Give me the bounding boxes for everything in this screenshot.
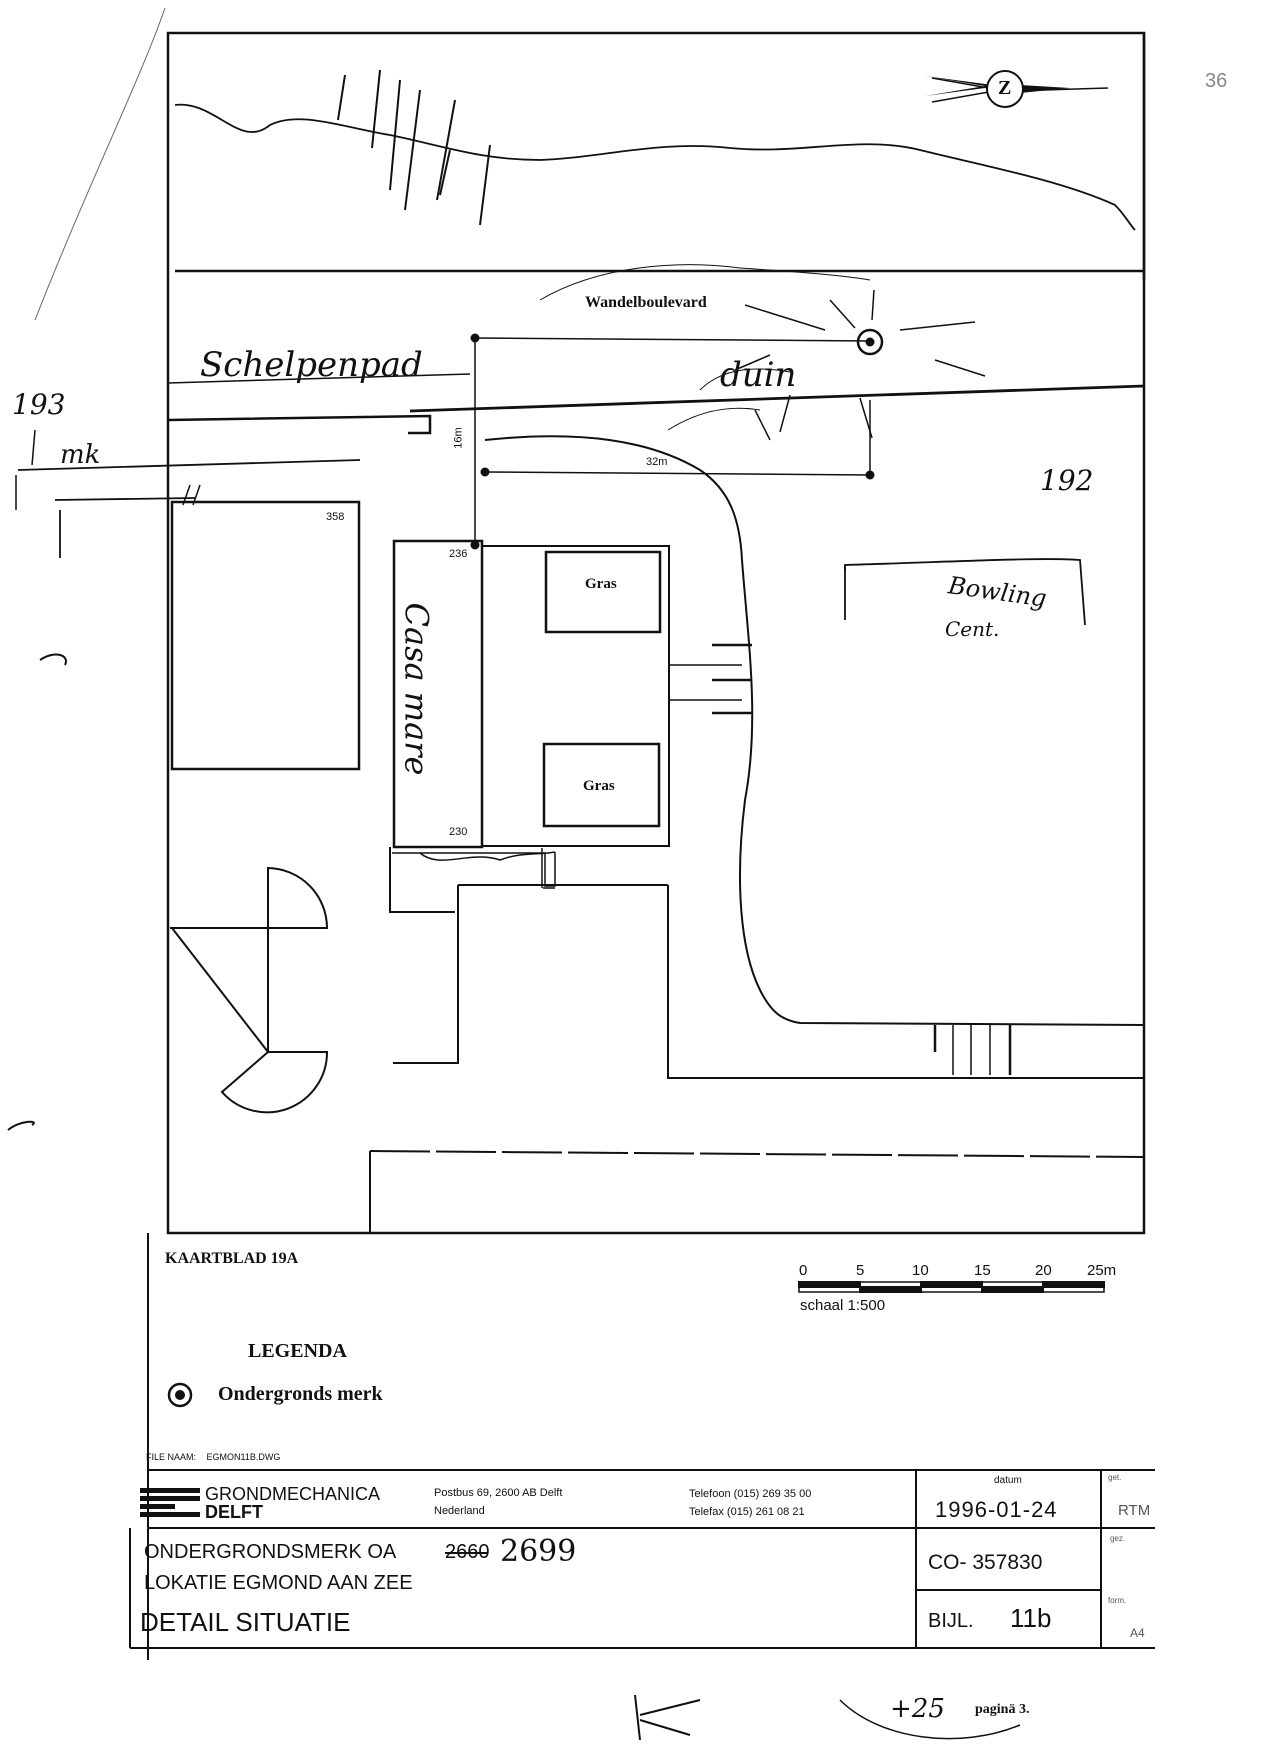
- beach-line: [174, 103, 1136, 231]
- road-line: [409, 384, 1145, 413]
- compass-rose: [925, 70, 1109, 108]
- old-number: 2660: [445, 1541, 490, 1563]
- scale-tick-25: 25m: [1087, 1262, 1117, 1279]
- scale-tick-5: 5: [856, 1262, 865, 1279]
- gras-plot-2: [542, 742, 661, 828]
- title-prefix: ONDERGRONDSMERK OA: [144, 1541, 397, 1563]
- label-230: 230: [449, 826, 468, 838]
- datum-label: datum: [994, 1475, 1022, 1486]
- label-236: 236: [449, 548, 468, 560]
- dim-32: [484, 471, 871, 476]
- map-frame: [166, 31, 1146, 1235]
- new-number: 2699: [500, 1534, 577, 1569]
- dim-horizontal-top: [474, 337, 871, 342]
- scale-tick-15: 15: [974, 1262, 991, 1279]
- scale-tick-20: 20: [1035, 1262, 1052, 1279]
- curve-road: [484, 435, 1145, 1026]
- file-label: FILE NAAM:: [146, 1452, 197, 1462]
- survey-mark: [734, 289, 986, 441]
- legend-symbol: [167, 1382, 193, 1408]
- address-1: Postbus 69, 2600 AB Delft: [434, 1487, 563, 1499]
- gras-label-1: Gras: [585, 576, 617, 592]
- gras-plot-1: [544, 550, 662, 634]
- footer-hand-number: +25: [890, 1694, 945, 1724]
- bijl-value: 11b: [1010, 1603, 1052, 1633]
- mark-192: 192: [1040, 464, 1094, 497]
- mk-label: mk: [60, 440, 101, 470]
- dim-32-label: 32m: [646, 456, 668, 468]
- project-code: CO- 357830: [928, 1551, 1043, 1574]
- schelpenpad-label: Schelpenpad: [200, 345, 423, 385]
- casa-mare-label: Casa mare: [397, 602, 436, 776]
- side-form-label: form.: [1108, 1596, 1127, 1605]
- garden-block: [481, 545, 670, 847]
- legend-item-label: Ondergronds merk: [218, 1383, 383, 1405]
- sheet-name: KAARTBLAD 19A: [165, 1250, 299, 1267]
- phone: Telefoon (015) 269 35 00: [689, 1488, 812, 1500]
- corner-mark: 36: [1205, 70, 1228, 92]
- scale-ticks: 0 5 10 15 20 25m: [790, 1262, 1130, 1280]
- file-name-label: FILE NAAM: EGMON11B.DWG: [146, 1452, 280, 1462]
- bowling-label-2: Cent.: [945, 617, 1000, 641]
- title-block-grid: [129, 1469, 1155, 1649]
- legend-title: LEGENDA: [248, 1340, 347, 1362]
- side-gez-label: gez.: [1110, 1534, 1126, 1543]
- side-get-value: RTM: [1118, 1502, 1151, 1519]
- boulevard-label: Wandelboulevard: [585, 294, 707, 311]
- side-form-value: A4: [1130, 1626, 1145, 1640]
- scale-tick-0: 0: [799, 1262, 808, 1279]
- scale-label: schaal 1:500: [800, 1297, 886, 1314]
- label-358: 358: [326, 511, 345, 523]
- company-name-2: DELFT: [205, 1502, 263, 1522]
- address-2: Nederland: [434, 1505, 485, 1517]
- duin-label: duin: [720, 355, 797, 395]
- scale-bar: [798, 1281, 1105, 1293]
- circular-stair: [267, 866, 329, 929]
- page-number: paginä 3.: [975, 1702, 1030, 1717]
- bijl-label: BIJL.: [928, 1610, 974, 1632]
- building-358: [170, 500, 361, 771]
- side-get-label: get.: [1108, 1473, 1122, 1482]
- subject: DETAIL SITUATIE: [140, 1607, 351, 1637]
- schelpenpad-line: [167, 373, 471, 384]
- dim-16-label: 16m: [452, 427, 465, 449]
- bowling-outline: [844, 558, 1086, 626]
- mark-193: 193: [12, 388, 66, 421]
- company-logo: [140, 1488, 200, 1517]
- scale-tick-10: 10: [912, 1262, 929, 1279]
- dune-sketch: [539, 264, 871, 301]
- datum-value: 1996-01-24: [935, 1497, 1058, 1522]
- compass-letter: Z: [998, 77, 1012, 99]
- company-name-1: GRONDMECHANICA: [205, 1484, 381, 1504]
- gras-label-2: Gras: [583, 778, 615, 794]
- dune-strokes: [337, 69, 491, 226]
- fax: Telefax (015) 261 08 21: [689, 1506, 805, 1518]
- location: LOKATIE EGMOND AAN ZEE: [144, 1572, 413, 1594]
- file-name: EGMON11B.DWG: [206, 1452, 281, 1462]
